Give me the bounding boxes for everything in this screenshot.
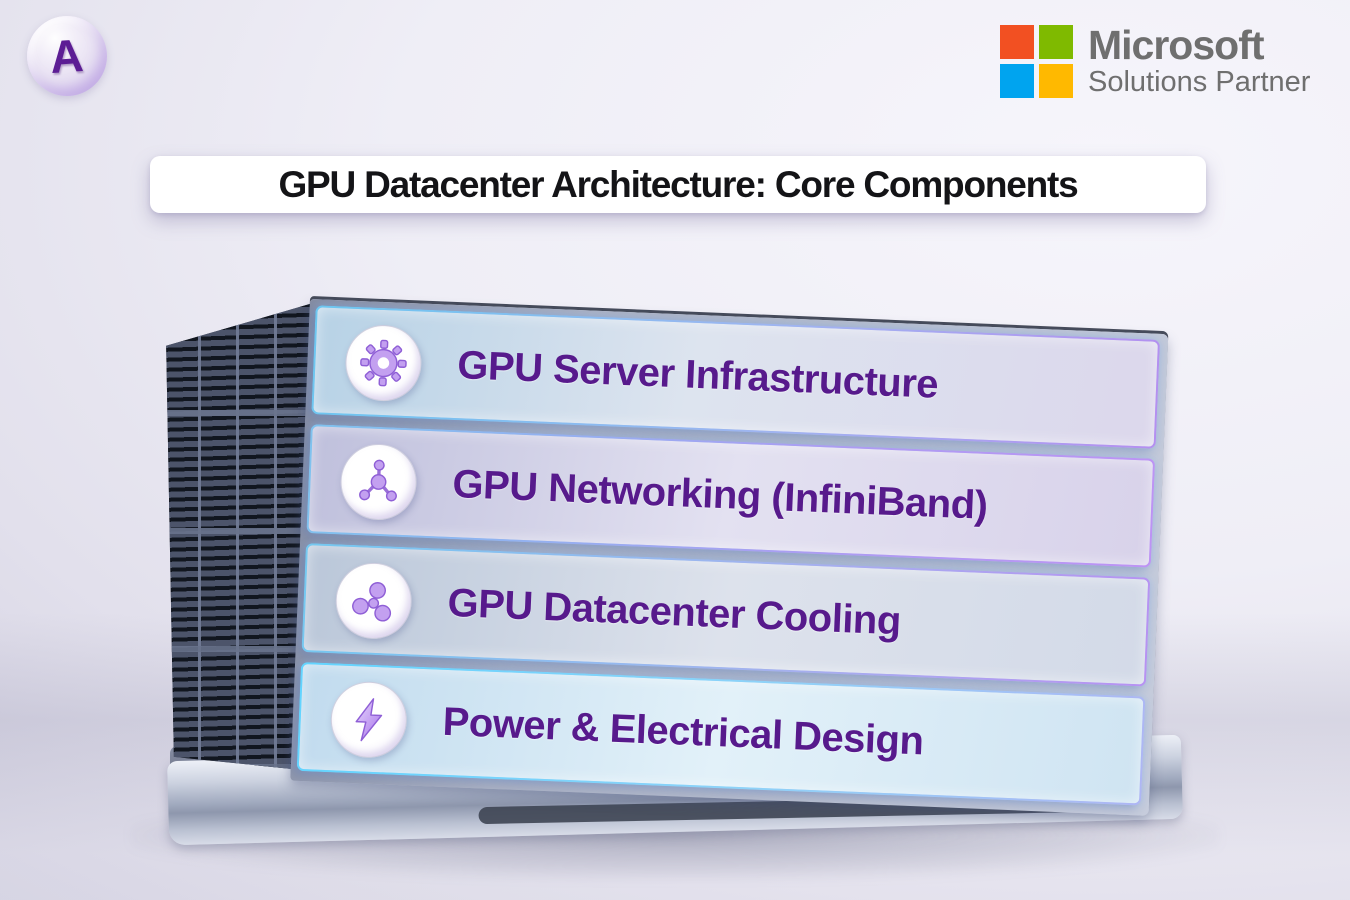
icon-circle [329, 679, 409, 759]
component-bar-power-electrical-design: Power & Electrical Design [296, 661, 1146, 806]
lightning-bolt-icon [355, 697, 383, 741]
component-bar-gpu-datacenter-cooling: GPU Datacenter Cooling [301, 543, 1151, 687]
icon-circle [343, 323, 423, 403]
component-label: GPU Server Infrastructure [456, 343, 939, 407]
ms-square-blue [1000, 63, 1034, 98]
icon-circle [334, 560, 414, 640]
component-label: GPU Datacenter Cooling [446, 580, 902, 644]
icon-circle [339, 441, 419, 521]
ms-square-yellow [1039, 63, 1073, 98]
ms-square-orange [1000, 24, 1034, 59]
gear-icon [360, 339, 407, 386]
microsoft-squares-icon [1000, 24, 1073, 98]
microsoft-solutions-partner-logo: Microsoft Solutions Partner [1000, 22, 1311, 99]
microsoft-wordmark: Microsoft Solutions Partner [1088, 22, 1311, 99]
ms-square-green [1039, 24, 1073, 59]
network-nodes-icon [359, 459, 397, 501]
microsoft-name: Microsoft [1088, 22, 1265, 68]
rack-side-vents [166, 302, 314, 772]
component-bar-gpu-networking: GPU Networking (InfiniBand) [306, 424, 1156, 568]
brand-bubble-logo: A [27, 16, 107, 96]
title-banner: GPU Datacenter Architecture: Core Compon… [150, 156, 1206, 213]
solutions-partner-label: Solutions Partner [1088, 66, 1311, 99]
rack-front-face: GPU Server Infrastructure GPU Networking… [290, 299, 1169, 816]
fan-icon [352, 581, 392, 622]
component-label: GPU Networking (InfiniBand) [451, 462, 989, 528]
component-bar-gpu-server-infrastructure: GPU Server Infrastructure [311, 305, 1161, 449]
page-title: GPU Datacenter Architecture: Core Compon… [278, 163, 1078, 205]
brand-logo-letter: A [48, 28, 86, 84]
component-label: Power & Electrical Design [441, 699, 925, 764]
